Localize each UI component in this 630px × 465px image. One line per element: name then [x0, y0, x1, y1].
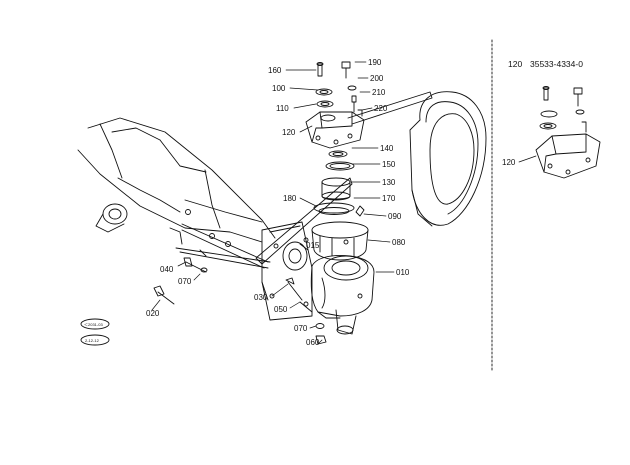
label-100: 100: [272, 84, 286, 93]
callout-labels: 160 190 200 100 210 110 220 120 140 150 …: [84, 58, 583, 347]
label-140: 140: [380, 144, 394, 153]
label-180: 180: [283, 194, 297, 203]
label-120: 120: [282, 128, 296, 137]
label-015: 015: [306, 241, 320, 250]
wheel-hub: [409, 91, 487, 227]
label-020: 020: [146, 309, 160, 318]
label-060: 060: [306, 338, 320, 347]
stamp-bottom: [80, 334, 110, 346]
inset-callout-120: 120: [502, 158, 516, 167]
label-190: 190: [368, 58, 382, 67]
top-small-parts: [315, 61, 363, 117]
stamp-top-text: ＜2031-03: [84, 322, 103, 327]
inset-part-number: 35533-4334-0: [530, 59, 583, 69]
label-170: 170: [382, 194, 396, 203]
inset-top-cover: [535, 86, 601, 179]
knuckle-case: [310, 255, 375, 335]
stamp-top: [80, 318, 110, 330]
axle-housing: [77, 117, 276, 269]
label-030: 030: [254, 293, 268, 302]
flange-plate: [261, 221, 313, 321]
gear-case: [311, 221, 369, 261]
label-070-left: 070: [178, 277, 192, 286]
label-160: 160: [268, 66, 282, 75]
label-080: 080: [392, 238, 406, 247]
label-210: 210: [372, 88, 386, 97]
label-150: 150: [382, 160, 396, 169]
label-130: 130: [382, 178, 396, 187]
inset-qty: 120: [508, 59, 522, 69]
label-110: 110: [276, 104, 289, 113]
label-040: 040: [160, 265, 174, 274]
label-200: 200: [370, 74, 384, 83]
bearing-stack: [313, 150, 355, 215]
label-070-right: 070: [294, 324, 308, 333]
leader-lines: [151, 61, 537, 345]
label-050: 050: [274, 305, 288, 314]
top-cover: [305, 111, 365, 149]
stamp-bottom-text: 2-12-12: [85, 338, 100, 343]
label-220: 220: [374, 104, 388, 113]
label-090: 090: [388, 212, 402, 221]
lower-bolts: [153, 205, 365, 345]
label-010: 010: [396, 268, 410, 277]
